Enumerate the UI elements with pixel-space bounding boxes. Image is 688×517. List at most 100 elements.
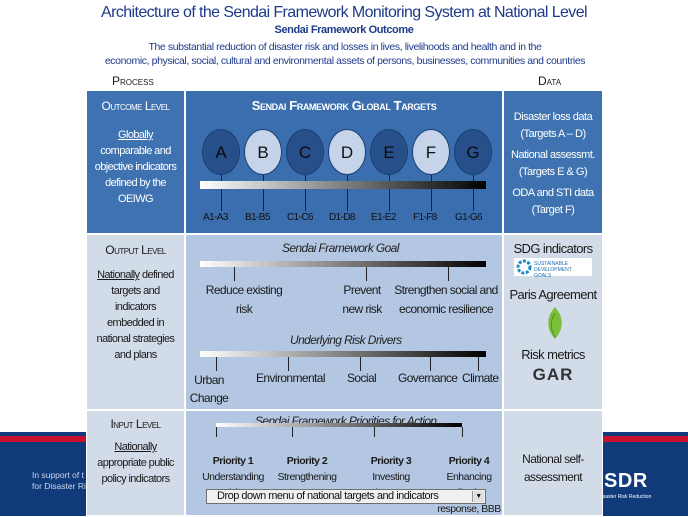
- national-targets-dropdown[interactable]: Drop down menu of national targets and i…: [206, 489, 486, 504]
- goal-strengthen: Strengthen social and economic resilienc…: [394, 283, 498, 316]
- target-b-range: B1-B5: [245, 212, 270, 223]
- driver-urban: Urban Change: [189, 373, 229, 405]
- data-item-sdg: SDG indicators: [513, 241, 593, 256]
- data-item-assessment: National assessmt. (Targets E & G): [511, 149, 595, 178]
- priority-2-line-1: Strengthening: [277, 471, 337, 483]
- target-e-tick: [389, 175, 390, 211]
- drivers-title: Underlying Risk Drivers: [290, 333, 402, 347]
- target-b-circle: B: [244, 129, 282, 175]
- footer-text-line-1: In support of t: [32, 470, 84, 480]
- output-level-cell: Output Level Nationally defined targets …: [86, 234, 185, 410]
- input-level-title: Input Level: [110, 417, 161, 431]
- sdg-logo: SUSTAINABLE DEVELOPMENT GOALS: [514, 258, 592, 279]
- goal-tick-2: [366, 267, 367, 281]
- input-level-cell: Input Level Nationally appropriate publi…: [86, 410, 185, 516]
- target-d-circle: D: [328, 129, 366, 175]
- data-column-heading: Data: [538, 74, 562, 88]
- page-subtitle: Sendai Framework Outcome: [274, 24, 414, 36]
- target-f-tick: [431, 175, 432, 211]
- priorities-tick-1: [216, 427, 217, 437]
- data-item-paris: Paris Agreement: [509, 287, 597, 302]
- goal-prevent: Prevent new risk: [342, 283, 382, 316]
- target-f-range: F1-F8: [413, 212, 437, 223]
- outcome-level-cell: Outcome Level Globally comparable and ob…: [86, 90, 185, 234]
- priority-1-line-1: Understanding: [202, 471, 264, 483]
- input-level-desc-text: appropriate public policy indicators: [97, 457, 174, 485]
- target-c-range: C1-C6: [287, 212, 314, 223]
- data-item-risk-metrics: Risk metrics: [521, 347, 585, 362]
- priorities-tick-2: [292, 427, 293, 437]
- outcome-description: The substantial reduction of disaster ri…: [100, 40, 590, 68]
- drivers-tick-5: [478, 357, 479, 371]
- output-level-desc-text: defined targets and indicators embedded …: [96, 269, 175, 361]
- output-level-scope: Nationally: [97, 269, 140, 281]
- drivers-tick-3: [360, 357, 361, 371]
- data-item-loss: Disaster loss data (Targets A – D): [513, 111, 593, 140]
- target-e-range: E1-E2: [371, 212, 396, 223]
- goal-tick-1: [234, 267, 235, 281]
- driver-social: Social: [347, 371, 377, 385]
- footer-text: In support of t for Disaster Ri: [32, 470, 86, 492]
- drivers-gradient-bar: [200, 351, 486, 357]
- goal-title: Sendai Framework Goal: [282, 241, 399, 255]
- outcome-data-list: Disaster loss data (Targets A – D) Natio…: [504, 109, 602, 219]
- global-targets-title: Sendai Framework Global Targets: [251, 98, 437, 113]
- output-level-description: Nationally defined targets and indicator…: [87, 267, 184, 363]
- paris-leaf-icon: [548, 307, 562, 339]
- driver-climate: Climate: [462, 371, 499, 385]
- goal-gradient-bar: [200, 261, 486, 267]
- outcome-level-description: Globally comparable and objective indica…: [87, 127, 184, 207]
- driver-environmental: Environmental: [256, 371, 326, 385]
- target-c-tick: [305, 175, 306, 211]
- target-d-range: D1-D8: [329, 212, 356, 223]
- target-g-tick: [473, 175, 474, 211]
- target-a-range: A1-A3: [203, 212, 228, 223]
- target-d-tick: [347, 175, 348, 211]
- priorities-gradient-bar: [216, 423, 462, 427]
- input-level-description: Nationally appropriate public policy ind…: [87, 439, 184, 487]
- sdg-wheel-icon: [516, 259, 532, 275]
- gar-logo: GAR: [532, 365, 574, 384]
- process-column-heading: Process: [112, 74, 154, 88]
- drivers-tick-2: [288, 357, 289, 371]
- outcome-line-1: The substantial reduction of disaster ri…: [148, 41, 542, 53]
- priority-1-name: Priority 1: [212, 455, 254, 467]
- target-g-range: G1-G6: [455, 212, 483, 223]
- outcome-level-scope: Globally: [118, 129, 154, 141]
- target-g-circle: G: [454, 129, 492, 175]
- chevron-down-icon[interactable]: ▼: [472, 491, 484, 502]
- input-data-cell: National self-assessment: [503, 410, 603, 516]
- drivers-tick-1: [216, 357, 217, 371]
- dropdown-selected-value: Drop down menu of national targets and i…: [217, 490, 439, 502]
- targets-gradient-bar: [200, 181, 486, 189]
- outcome-level-title: Outcome Level: [101, 99, 170, 113]
- isdr-logo-subtitle: Disaster Risk Reduction: [598, 494, 652, 500]
- footer-text-line-2: for Disaster Ri: [32, 481, 86, 491]
- outcome-data-cell: Disaster loss data (Targets A – D) Natio…: [503, 90, 603, 234]
- priorities-tick-3: [374, 427, 375, 437]
- priority-4-line-1: Enhancing: [446, 471, 492, 483]
- data-item-self-assessment: National self-assessment: [522, 452, 584, 484]
- drivers-tick-4: [430, 357, 431, 371]
- outcome-level-desc-text: comparable and objective indicators defi…: [94, 145, 177, 205]
- goal-tick-3: [448, 267, 449, 281]
- priority-2-name: Priority 2: [286, 455, 328, 467]
- target-b-tick: [263, 175, 264, 211]
- data-item-oda: ODA and STI data (Target F): [512, 187, 594, 216]
- target-a-tick: [221, 175, 222, 211]
- input-level-scope: Nationally: [114, 441, 157, 453]
- target-f-circle: F: [412, 129, 450, 175]
- priority-3-name: Priority 3: [370, 455, 412, 467]
- page-title: Architecture of the Sendai Framework Mon…: [101, 4, 588, 21]
- outcome-line-2: economic, physical, social, cultural and…: [104, 55, 586, 67]
- target-c-circle: C: [286, 129, 324, 175]
- output-level-title: Output Level: [105, 243, 166, 257]
- target-a-circle: A: [202, 129, 240, 175]
- priorities-tick-4: [462, 427, 463, 437]
- driver-governance: Governance: [398, 371, 458, 385]
- sdg-logo-text: SUSTAINABLE DEVELOPMENT GOALS: [534, 261, 572, 279]
- priority-4-name: Priority 4: [448, 455, 490, 467]
- priority-3-line-1: Investing: [372, 471, 410, 483]
- isdr-logo: ISDR: [598, 470, 648, 492]
- target-e-circle: E: [370, 129, 408, 175]
